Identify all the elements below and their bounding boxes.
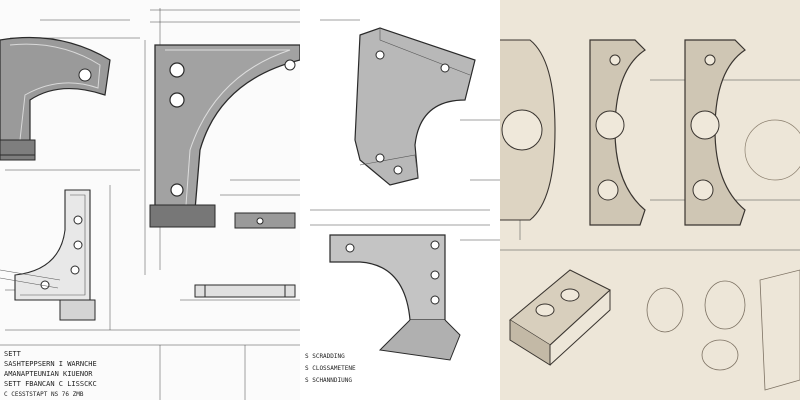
sketch-cylinders	[646, 269, 800, 391]
left-drawing: SETT SASHTEPPSERN I WARNCHE AMANAPTEUNIA…	[0, 8, 300, 400]
iso-block-bottom	[509, 269, 611, 366]
right-drawing	[500, 39, 800, 391]
iso-bracket-top	[354, 27, 476, 186]
title-line-3: AMANAPTEUNIAN KIUENOR	[4, 370, 93, 378]
left-drawing-panel: SETT SASHTEPPSERN I WARNCHE AMANAPTEUNIA…	[0, 0, 300, 400]
c-bracket-right	[684, 39, 800, 226]
flat-bar-part	[194, 284, 296, 298]
c-bracket-left	[500, 39, 556, 221]
middle-title-line: S SCHANNDIUNG	[305, 377, 352, 384]
front-bracket-bottom	[329, 234, 461, 361]
left-title-block: SETT SASHTEPPSERN I WARNCHE AMANAPTEUNIA…	[0, 344, 300, 400]
title-line-2: SASHTEPPSERN I WARNCHE	[4, 360, 97, 368]
title-line-1: SETT	[4, 350, 22, 358]
main-bracket-part	[149, 44, 300, 229]
middle-title-line: S CLOSSAMETENE	[305, 365, 356, 372]
arch-bracket-part	[0, 36, 111, 161]
middle-drawing: S SCRADDING S CLOSSAMETENE S SCHANNDIUNG	[305, 19, 500, 384]
section-view-part	[0, 189, 96, 321]
middle-drawing-panel: S SCRADDING S CLOSSAMETENE S SCHANNDIUNG	[300, 0, 500, 400]
title-line-4: SETT FBANCAN C LISSCKC	[4, 380, 97, 388]
c-bracket-middle	[589, 39, 646, 226]
middle-title-line: S SCRADDING	[305, 353, 345, 360]
right-drawing-panel	[500, 0, 800, 400]
title-line-5: C CESSTSTAPT NS 76 ZMB	[4, 391, 84, 398]
middle-dimension-lines	[310, 19, 500, 241]
